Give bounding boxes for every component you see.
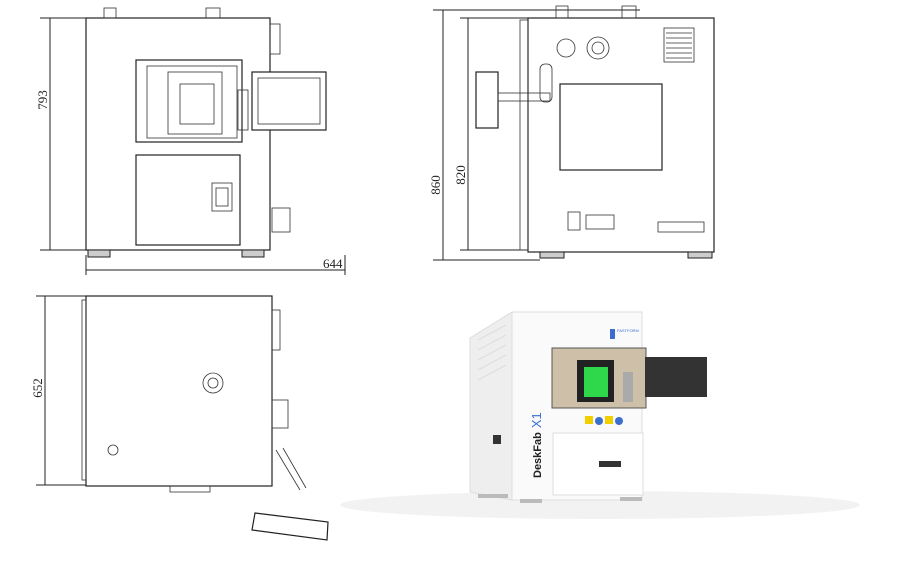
brand-logo-text: FASTFORM [617, 328, 639, 333]
render-green-window [584, 367, 608, 397]
dimension-label-860: 860 [428, 175, 443, 195]
front-touchscreen [251, 71, 327, 131]
top-body [85, 295, 273, 487]
dimension-label-793: 793 [35, 90, 50, 110]
side-touchscreen [475, 71, 499, 129]
dimension-label-644: 644 [323, 256, 343, 271]
front-lower-door [135, 154, 241, 246]
dimension-label-820: 820 [453, 165, 468, 185]
render-touchscreen [645, 357, 707, 397]
product-render: FASTFORM DeskFabX1 [340, 311, 860, 519]
top-touchscreen [251, 512, 329, 541]
model-name: DeskFabX1 [529, 412, 544, 478]
dimension-label-652: 652 [30, 378, 45, 398]
side-view: 860 820 [428, 5, 715, 261]
top-view: 652 [30, 295, 329, 541]
front-view: 793 644 [35, 7, 346, 275]
